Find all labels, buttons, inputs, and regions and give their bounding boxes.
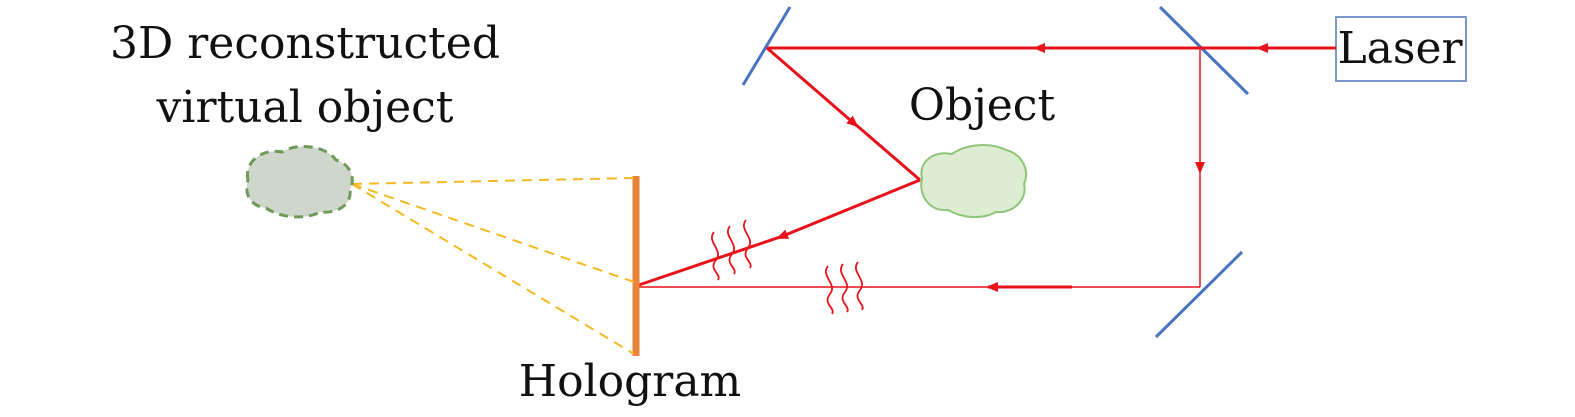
object-beam: [635, 43, 1336, 288]
object-wave-icon: [711, 219, 752, 281]
mirror-top-left: [741, 6, 792, 86]
reference-wave-icon: [825, 261, 864, 315]
laser-label: Laser: [1337, 23, 1463, 74]
beam-splitter: [1158, 5, 1250, 96]
virtual-object-shape: [245, 145, 354, 219]
object-label: Object: [909, 80, 1056, 131]
mirror-bottom-right: [1154, 250, 1244, 339]
virtual-object-label-line2: virtual object: [156, 82, 454, 133]
laser-box: [1335, 16, 1467, 82]
object-shape: [920, 144, 1027, 218]
reference-beam: [636, 48, 1205, 292]
hologram-label: Hologram: [519, 356, 742, 407]
reconstruction-rays: [351, 177, 635, 355]
virtual-object-label-line1: 3D reconstructed: [110, 18, 500, 69]
